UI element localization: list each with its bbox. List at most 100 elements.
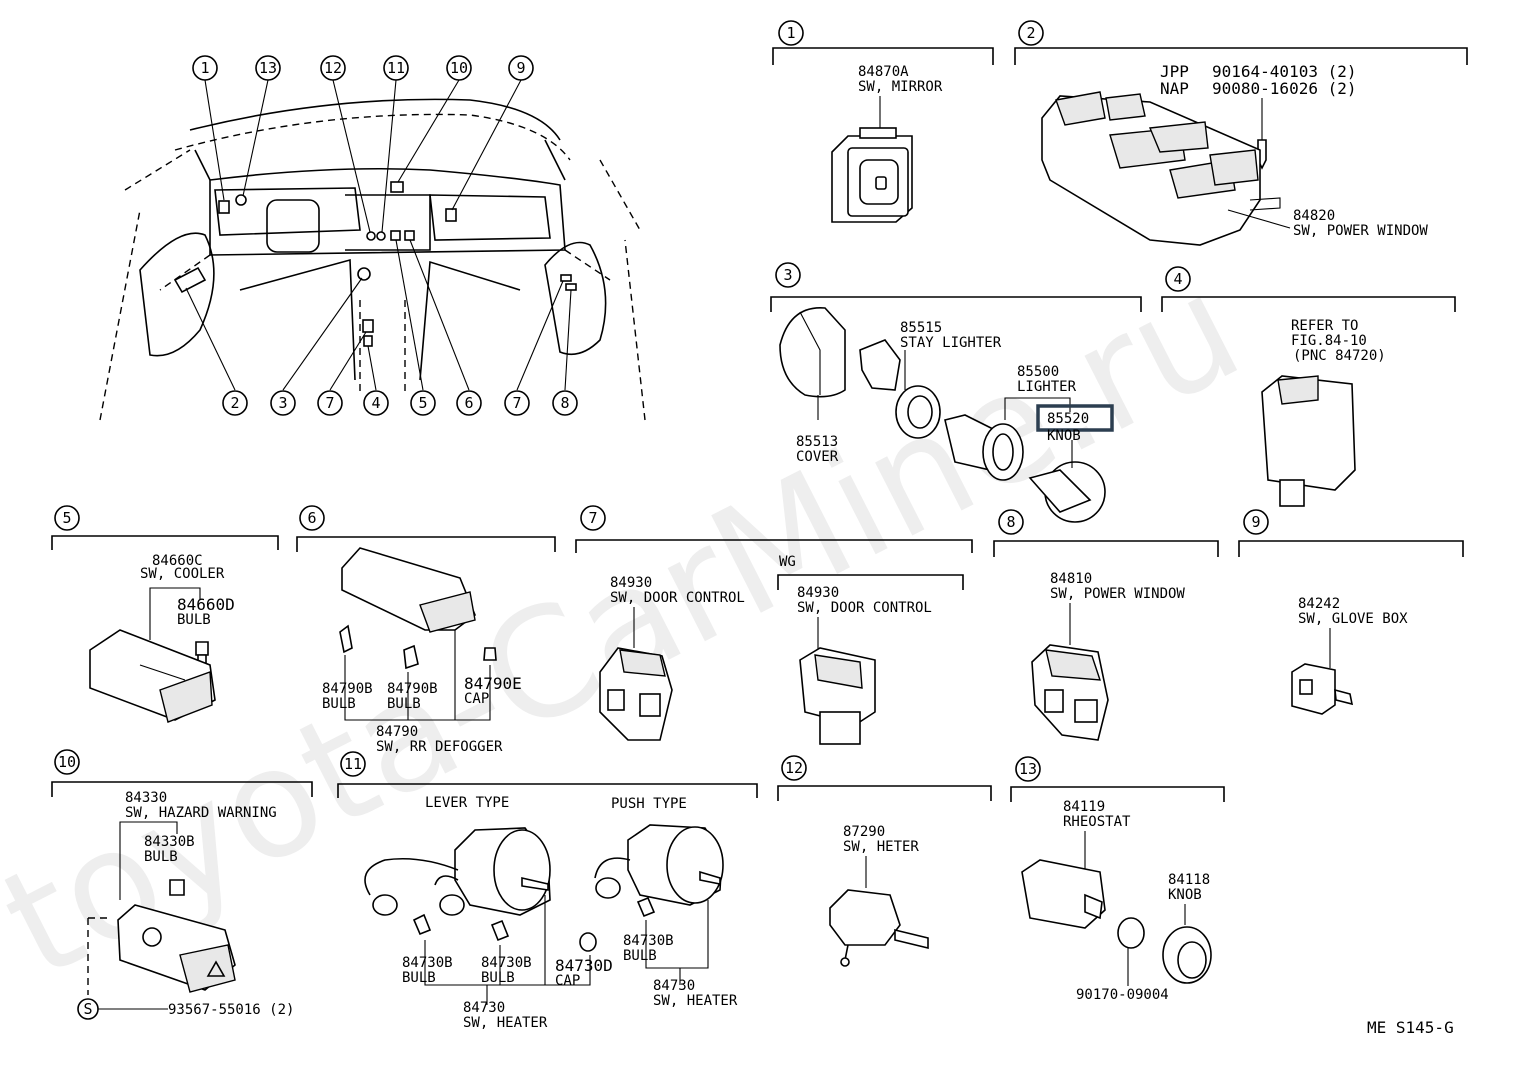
callout-13 [255, 55, 281, 81]
s10-part-desc: SW, HAZARD WARNING [125, 805, 277, 821]
s6-bulb1-part: 84790B [322, 681, 373, 697]
s8-part-number: 84810 [1050, 571, 1092, 587]
s8-part-desc: SW, POWER WINDOW [1050, 586, 1185, 602]
callout-4 [363, 390, 389, 416]
callout-10 [446, 55, 472, 81]
section-6-rr-defogger: 6 84790B BULB 84790B BULB 84790E CAP 847… [296, 505, 556, 755]
s2-part-desc: SW, POWER WINDOW [1293, 223, 1428, 239]
s2-jpp-label: JPP [1160, 62, 1189, 81]
section-1-number: 1 [786, 24, 795, 42]
s11-push-bulb-desc: BULB [623, 948, 657, 964]
s9-part-desc: SW, GLOVE BOX [1298, 611, 1408, 627]
s13-knob-part: 84118 [1168, 872, 1210, 888]
section-8-power-window: 8 84810 SW, POWER WINDOW [993, 509, 1219, 741]
section-8-number: 8 [1006, 513, 1015, 531]
section-9-glove-box: 9 84242 SW, GLOVE BOX [1238, 509, 1464, 715]
s9-part-number: 84242 [1298, 596, 1340, 612]
s3-knob-highlight-box [1036, 404, 1114, 432]
footer-code: ME S145-G [1367, 1018, 1454, 1037]
s3-lighter-part: 85500 [1017, 364, 1059, 380]
s4-refer-line1: REFER TO [1291, 318, 1358, 334]
s2-nap-label: NAP [1160, 79, 1189, 98]
s13-nut-part: 90170-09004 [1076, 987, 1169, 1003]
callout-4-label: 4 [371, 394, 380, 412]
section-2-power-window-master: 2 JPP 90164-40103 (2) NAP 90080-16026 (2… [1014, 20, 1468, 246]
s13-rheostat-desc: RHEOSTAT [1063, 814, 1131, 830]
s10-part-number: 84330 [125, 790, 167, 806]
section-6-number: 6 [307, 509, 316, 527]
callout-5 [410, 390, 436, 416]
s10-bulb-desc: BULB [144, 849, 178, 865]
callout-5-label: 5 [418, 394, 427, 412]
s5-bulb-desc: BULB [177, 612, 211, 628]
callout-11-label: 11 [387, 59, 405, 77]
s7-wg-part: 84930 [797, 585, 839, 601]
callout-7a [317, 390, 343, 416]
s3-cover-desc: COVER [796, 449, 839, 465]
section-12-number: 12 [785, 759, 803, 777]
s10-bulb-part: 84330B [144, 834, 195, 850]
s11-cap-part: 84730D [555, 956, 613, 975]
s3-lighter-desc: LIGHTER [1017, 379, 1077, 395]
s12-part-number: 87290 [843, 824, 885, 840]
callout-6 [456, 390, 482, 416]
callout-6-label: 6 [464, 394, 473, 412]
s5-part-number: 84660C [152, 553, 203, 569]
section-5-number: 5 [62, 509, 71, 527]
s11-cap-desc: CAP [555, 973, 580, 989]
s2-nap-part: 90080-16026 (2) [1212, 79, 1357, 98]
s5-part-desc: SW, COOLER [140, 566, 225, 582]
s3-knob-part: 85520 [1047, 411, 1089, 427]
callout-1-label: 1 [200, 59, 209, 77]
callout-11 [383, 55, 409, 81]
section-11-heater-switch: 11 LEVER TYPE PUSH TYPE 84730B BULB 8473… [337, 751, 758, 1031]
s3-stay-desc: STAY LIGHTER [900, 335, 1002, 351]
s7-part-number: 84930 [610, 575, 652, 591]
section-9-number: 9 [1251, 513, 1260, 531]
s6-bulb2-part: 84790B [387, 681, 438, 697]
section-5-cooler-switch: 5 84660C SW, COOLER 84660D BULB [51, 505, 279, 723]
s7-wg-label: WG [779, 554, 796, 570]
section-13-number: 13 [1019, 760, 1037, 778]
s3-stay-part: 85515 [900, 320, 942, 336]
s11-part-desc: SW, HEATER [463, 1015, 548, 1031]
callout-10-label: 10 [450, 59, 468, 77]
section-13-rheostat: 13 84119 RHEOSTAT 90170-09004 84118 KNOB [1010, 756, 1225, 1003]
callout-2-label: 2 [230, 394, 239, 412]
section-11-number: 11 [344, 755, 362, 773]
callout-3 [270, 390, 296, 416]
callout-12 [320, 55, 346, 81]
s11-lever-type: LEVER TYPE [425, 795, 509, 811]
s13-rheostat-part: 84119 [1063, 799, 1105, 815]
s11-bulb1-part: 84730B [402, 955, 453, 971]
s11-push-part-number: 84730 [653, 978, 695, 994]
section-1-mirror-switch: 1 84870A SW, MIRROR [772, 20, 994, 223]
s5-bulb-part: 84660D [177, 595, 235, 614]
callout-2 [222, 390, 248, 416]
s1-part-desc: SW, MIRROR [858, 79, 943, 95]
s11-push-type: PUSH TYPE [611, 796, 687, 812]
callout-9 [508, 55, 534, 81]
s13-knob-desc: KNOB [1168, 887, 1202, 903]
s6-cap-part: 84790E [464, 674, 522, 693]
s7-part-desc: SW, DOOR CONTROL [610, 590, 745, 606]
s2-part-number: 84820 [1293, 208, 1335, 224]
s12-part-desc: SW, HETER [843, 839, 919, 855]
s11-push-part-desc: SW, HEATER [653, 993, 738, 1009]
callout-3-label: 3 [278, 394, 287, 412]
section-2-number: 2 [1026, 24, 1035, 42]
s11-bulb2-part: 84730B [481, 955, 532, 971]
s4-refer-line3: (PNC 84720) [1293, 348, 1386, 364]
section-7-number: 7 [588, 509, 597, 527]
callout-8 [552, 390, 578, 416]
s2-jpp-part: 90164-40103 (2) [1212, 62, 1357, 81]
s6-part-number: 84790 [376, 724, 418, 740]
section-3-number: 3 [783, 266, 792, 284]
section-10-number: 10 [58, 753, 76, 771]
s11-push-bulb-part: 84730B [623, 933, 674, 949]
s6-part-desc: SW, RR DEFOGGER [376, 739, 503, 755]
callout-7b [504, 390, 530, 416]
callout-7b-label: 7 [512, 394, 521, 412]
section-12-heter-switch: 12 87290 SW, HETER [777, 755, 992, 967]
